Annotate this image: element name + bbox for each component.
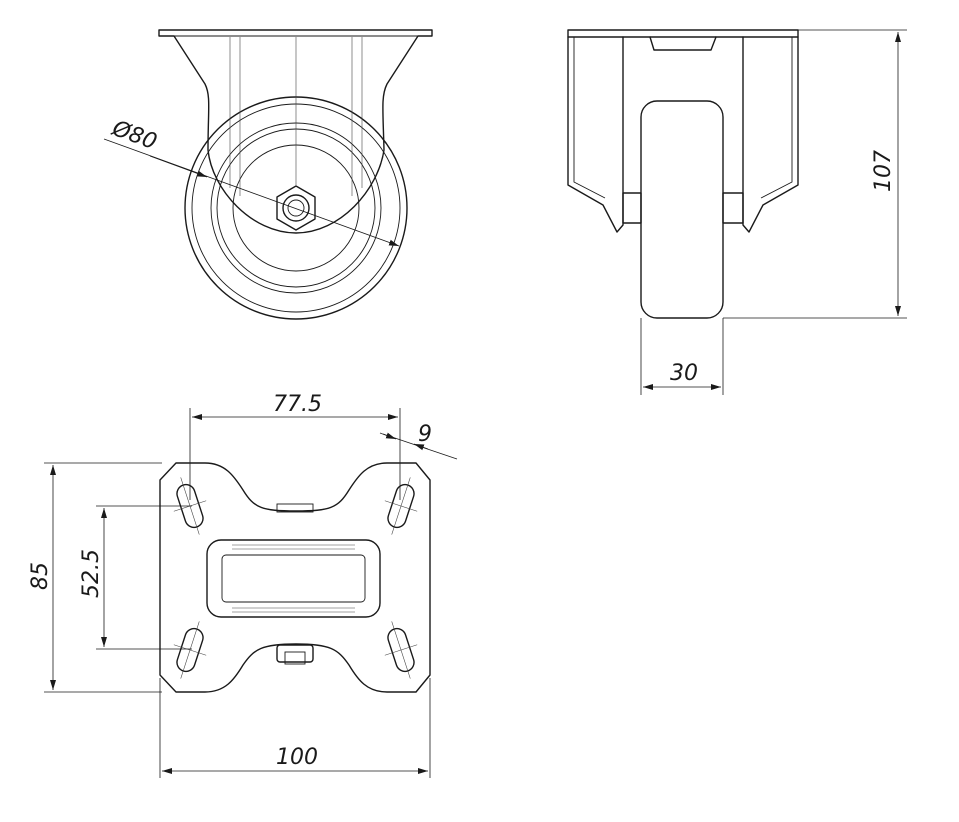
slot-arrow-1 <box>379 432 397 440</box>
plate-width-label: 100 <box>276 745 318 770</box>
side-left-leg <box>567 36 624 233</box>
axle-nut <box>276 185 316 231</box>
side-right-leg-inner <box>760 37 793 199</box>
center-recess-outer <box>206 539 381 618</box>
hole-spacing-x-label: 77.5 <box>273 392 322 417</box>
slot-width-label: 9 <box>418 422 432 447</box>
side-axle-left <box>622 192 642 224</box>
side-top-plate <box>567 29 799 38</box>
wheel-width-label: 30 <box>670 361 698 386</box>
hole-spacing-y-label: 52.5 <box>79 549 104 598</box>
axle-bolt-inner <box>287 199 305 217</box>
mounting-slot-bottom-right <box>384 621 418 679</box>
plate-length-label: 85 <box>28 562 53 590</box>
diameter-arrow-left <box>149 155 208 178</box>
wheel-diameter-label: Ø80 <box>108 116 160 155</box>
top-nub <box>276 503 314 513</box>
bottom-nut-inner <box>284 651 306 665</box>
side-top-bump <box>649 36 717 51</box>
center-recess-inner <box>221 554 366 603</box>
side-right-leg <box>742 36 799 233</box>
bottom-nut <box>276 644 314 663</box>
side-wheel <box>640 100 724 319</box>
fork-bracket <box>158 29 433 234</box>
axle-bolt <box>282 194 310 222</box>
mounting-slot-bottom-left <box>173 621 207 679</box>
mounting-slot-top-right <box>384 477 418 535</box>
mounting-plate <box>159 462 431 693</box>
side-left-leg-inner <box>573 37 606 199</box>
side-axle-right <box>722 192 744 224</box>
slot-arrow-2 <box>413 443 429 451</box>
overall-height-label: 107 <box>871 150 896 192</box>
side-view: 107 30 <box>567 29 907 395</box>
top-view: 77.5 9 85 52.5 100 <box>28 392 458 778</box>
front-view: Ø80 <box>103 29 433 320</box>
